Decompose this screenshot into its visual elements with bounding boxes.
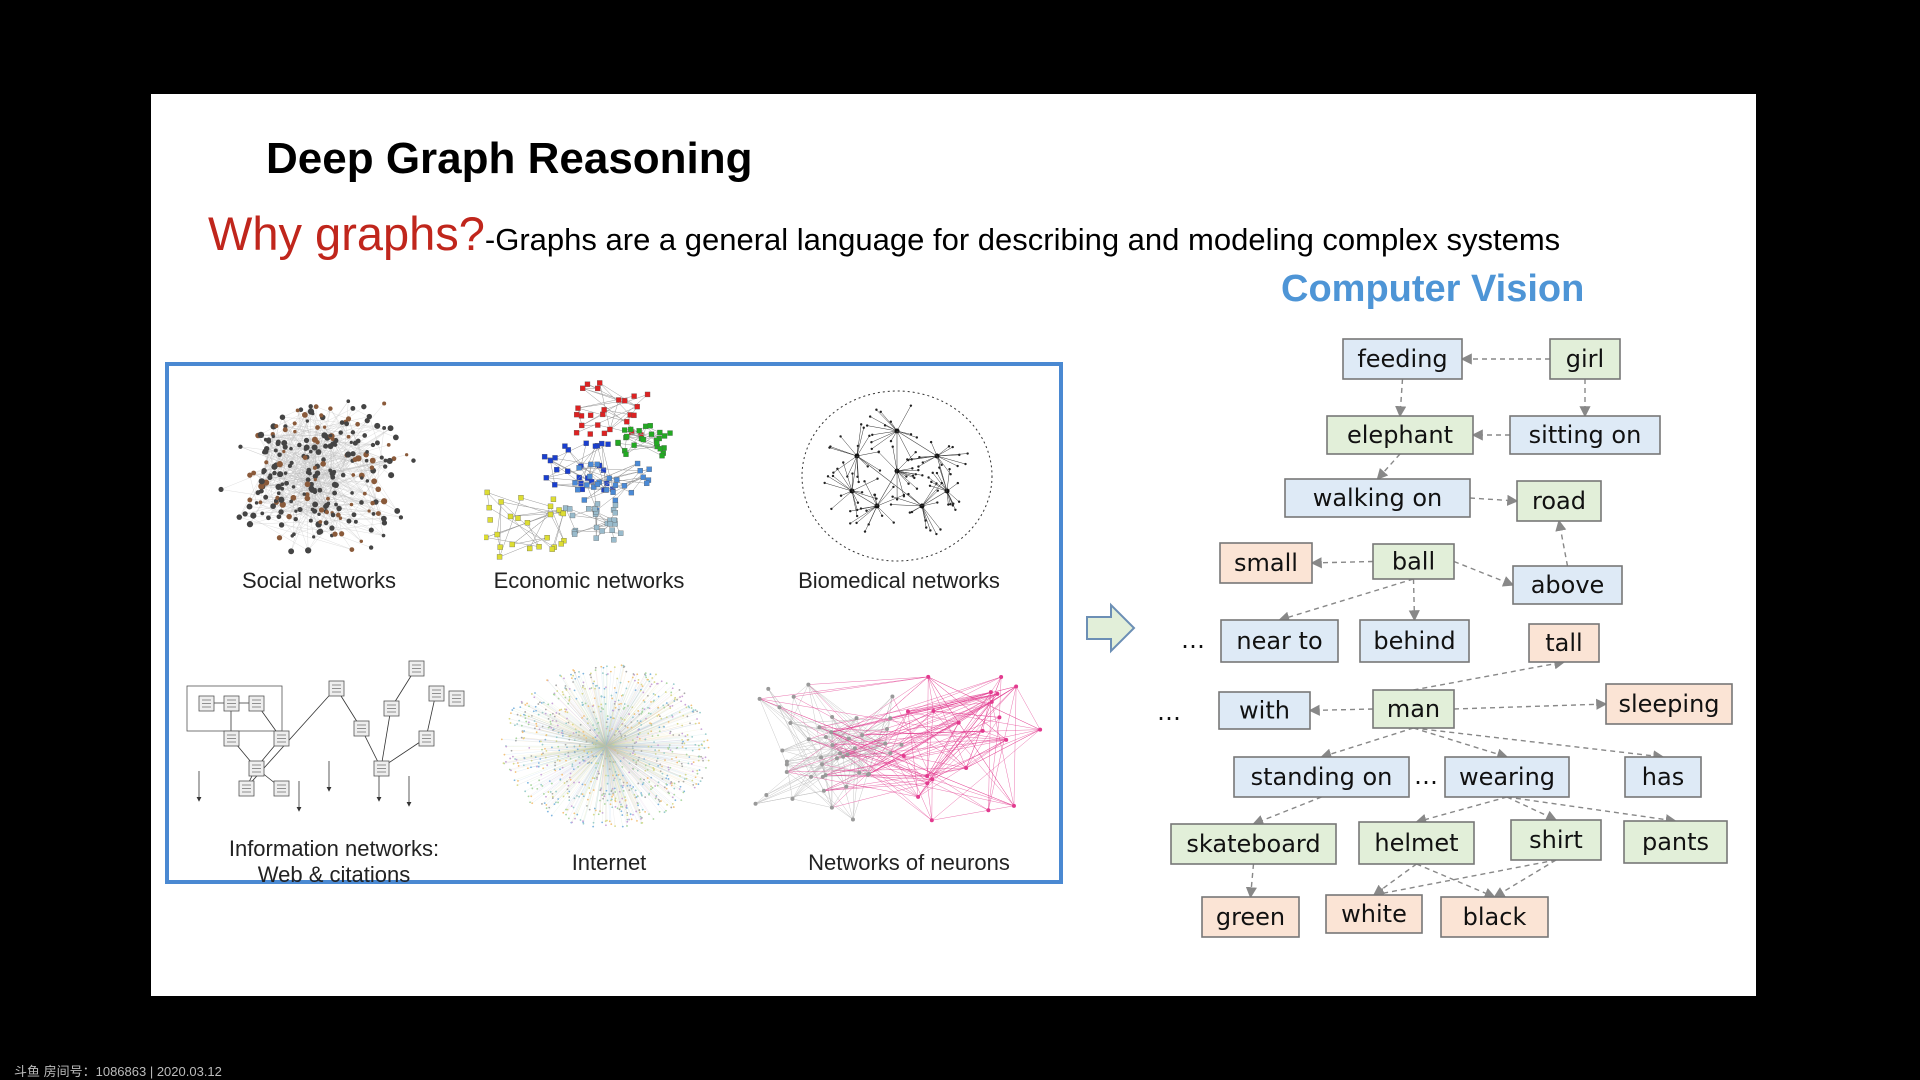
label-social-networks: Social networks (241, 568, 397, 593)
graph-node-helmet: helmet (1358, 821, 1475, 865)
graph-edge-elephant-walking_on (1376, 453, 1401, 481)
graph-edge-man-wearing (1413, 727, 1509, 760)
graph-node-road: road (1516, 480, 1602, 522)
graph-node-label: feeding (1357, 345, 1447, 373)
network-examples-panel: Social networks Economic networks Biomed… (165, 362, 1063, 887)
graph-node-label: sleeping (1618, 690, 1719, 718)
graph-node-shirt: shirt (1510, 819, 1602, 861)
why-graphs-label: Why graphs? (208, 207, 485, 260)
graph-edge-skateboard-green (1245, 863, 1257, 899)
graph-node-label: tall (1545, 629, 1582, 657)
graph-node-label: with (1239, 697, 1290, 725)
graph-node-label: above (1531, 571, 1605, 599)
graph-node-standing-on: standing on (1233, 756, 1410, 798)
graph-node-label: green (1216, 903, 1285, 931)
graph-node-small: small (1219, 542, 1313, 584)
graph-node-pants: pants (1623, 820, 1728, 864)
graph-node-label: walking on (1313, 484, 1443, 512)
graph-node-label: helmet (1374, 829, 1458, 857)
graph-node-wearing: wearing (1444, 756, 1570, 798)
graph-edge-ball-above (1453, 560, 1515, 587)
graph-node-label: elephant (1347, 421, 1453, 449)
graph-edge-ball-small (1310, 557, 1374, 569)
graph-edge-walking_on-road (1469, 494, 1519, 506)
economic-network-image (484, 380, 673, 560)
graph-node-man: man (1372, 689, 1455, 729)
graph-node-ball: ball (1372, 543, 1455, 580)
graph-node-white: white (1325, 894, 1423, 934)
graph-edge-feeding-elephant (1395, 378, 1407, 418)
ellipsis-1: … (1157, 698, 1181, 726)
graph-node-label: small (1234, 549, 1298, 577)
scene-graph: feeding girl elephant sitting on walking on r… (1157, 338, 1733, 938)
graph-node-label: near to (1236, 627, 1322, 655)
graph-node-label: sitting on (1529, 421, 1642, 449)
graph-node-label: has (1642, 763, 1684, 791)
right-arrow-icon (1086, 602, 1136, 654)
graph-node-label: road (1532, 487, 1586, 515)
internet-network-image (500, 664, 710, 828)
graph-node-sleeping: sleeping (1605, 683, 1733, 725)
slide-subtitle: Why graphs?-Graphs are a general languag… (208, 206, 1560, 261)
graph-edge-man-standing_on (1320, 727, 1414, 760)
graph-node-near-to: near to (1220, 619, 1339, 663)
graph-node-label: skateboard (1186, 830, 1320, 858)
neurons-network-image (753, 674, 1043, 823)
label-economic-networks: Economic networks (493, 568, 685, 593)
graph-edge-wearing-helmet (1415, 796, 1508, 825)
ellipsis-2: … (1414, 762, 1438, 790)
graph-node-sitting-on: sitting on (1509, 415, 1661, 455)
graph-edge-ball-near_to (1278, 578, 1414, 623)
graph-node-green: green (1201, 896, 1300, 938)
graph-node-label: white (1341, 900, 1407, 928)
ellipsis-0: … (1181, 626, 1205, 654)
social-network-image (218, 399, 416, 555)
graph-node-tall: tall (1528, 623, 1600, 663)
graph-node-label: standing on (1251, 763, 1393, 791)
graph-node-skateboard: skateboard (1170, 823, 1337, 865)
graph-node-feeding: feeding (1342, 338, 1463, 380)
graph-edge-helmet-black (1416, 863, 1496, 899)
label-information-networks: Information networks: Web & citations (228, 836, 440, 887)
graph-edge-standing_on-skateboard (1252, 796, 1322, 826)
graph-node-with: with (1218, 691, 1311, 730)
graph-node-walking-on: walking on (1284, 478, 1471, 518)
graph-node-label: wearing (1459, 763, 1555, 791)
graph-edge-wearing-pants (1506, 796, 1677, 826)
label-internet: Internet (571, 850, 647, 875)
graph-node-label: shirt (1529, 826, 1583, 854)
graph-node-above: above (1512, 565, 1623, 605)
graph-node-label: pants (1642, 828, 1709, 856)
graph-node-label: black (1463, 903, 1527, 931)
watermark: 斗鱼 房间号：1086863 | 2020.03.12 (14, 1064, 222, 1079)
graph-edge-wearing-shirt (1506, 796, 1558, 821)
information-network-image (186, 660, 465, 812)
graph-edge-man-sleeping (1453, 698, 1608, 710)
graph-node-has: has (1624, 756, 1702, 798)
graph-edge-ball-behind (1408, 578, 1420, 622)
graph-edge-shirt-white (1372, 859, 1557, 899)
graph-node-behind: behind (1359, 619, 1470, 663)
graph-edge-man-has (1413, 727, 1665, 762)
why-graphs-text: -Graphs are a general language for descr… (484, 222, 1561, 257)
graph-node-label: man (1387, 695, 1440, 723)
graph-node-label: girl (1566, 345, 1604, 373)
biomedical-network-image (801, 390, 993, 562)
graph-edge-man-with (1308, 704, 1374, 716)
graph-node-label: ball (1392, 548, 1435, 576)
graph-edge-man-tall (1413, 658, 1566, 691)
graph-node-girl: girl (1549, 338, 1621, 380)
label-networks-of-neurons: Networks of neurons (808, 850, 1010, 875)
computer-vision-title: Computer Vision (1281, 268, 1585, 310)
label-biomedical-networks: Biomedical networks (798, 568, 1000, 593)
slide-title: Deep Graph Reasoning (266, 134, 753, 183)
graph-node-elephant: elephant (1326, 415, 1474, 455)
graph-node-label: behind (1373, 627, 1455, 655)
graph-edge-above-road (1555, 519, 1569, 567)
graph-edge-shirt-black (1493, 859, 1557, 898)
graph-node-black: black (1440, 896, 1549, 938)
slide: Deep Graph Reasoning Why graphs?-Graphs … (151, 94, 1756, 996)
